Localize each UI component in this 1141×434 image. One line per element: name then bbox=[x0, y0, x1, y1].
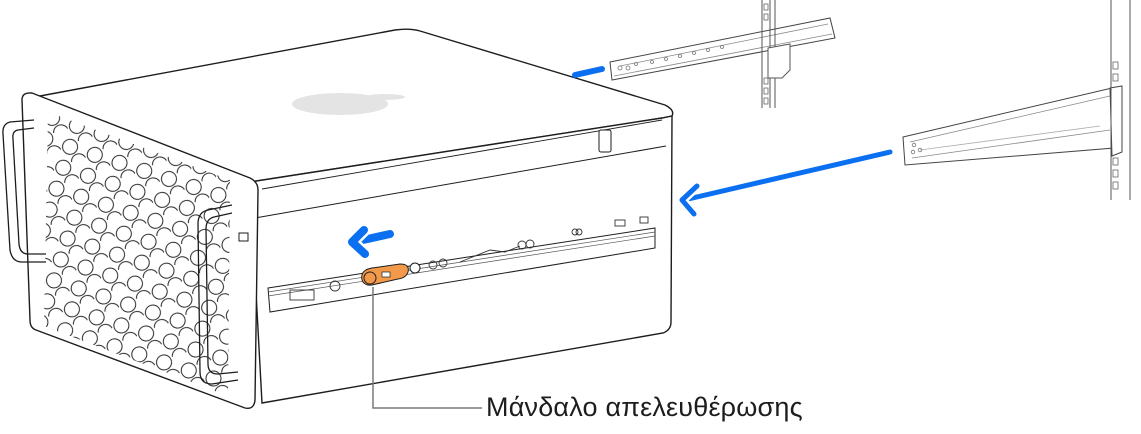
computer-chassis bbox=[2, 28, 674, 410]
chassis-rail bbox=[267, 216, 656, 313]
release-latch-label: Μάνδαλο απελευθέρωσης bbox=[486, 392, 803, 422]
left-handle bbox=[2, 119, 46, 263]
lower-rack-rail bbox=[902, 0, 1131, 200]
right-handle bbox=[197, 204, 239, 385]
apple-logo-icon bbox=[292, 93, 405, 115]
release-latch bbox=[361, 262, 421, 286]
direction-arrows bbox=[345, 66, 895, 261]
vent-grille bbox=[44, 112, 230, 396]
arrow-left-icon bbox=[681, 149, 893, 203]
callout-leader-line bbox=[372, 287, 482, 409]
arrow-icon bbox=[572, 66, 605, 78]
upper-rack-rail bbox=[609, 0, 836, 108]
